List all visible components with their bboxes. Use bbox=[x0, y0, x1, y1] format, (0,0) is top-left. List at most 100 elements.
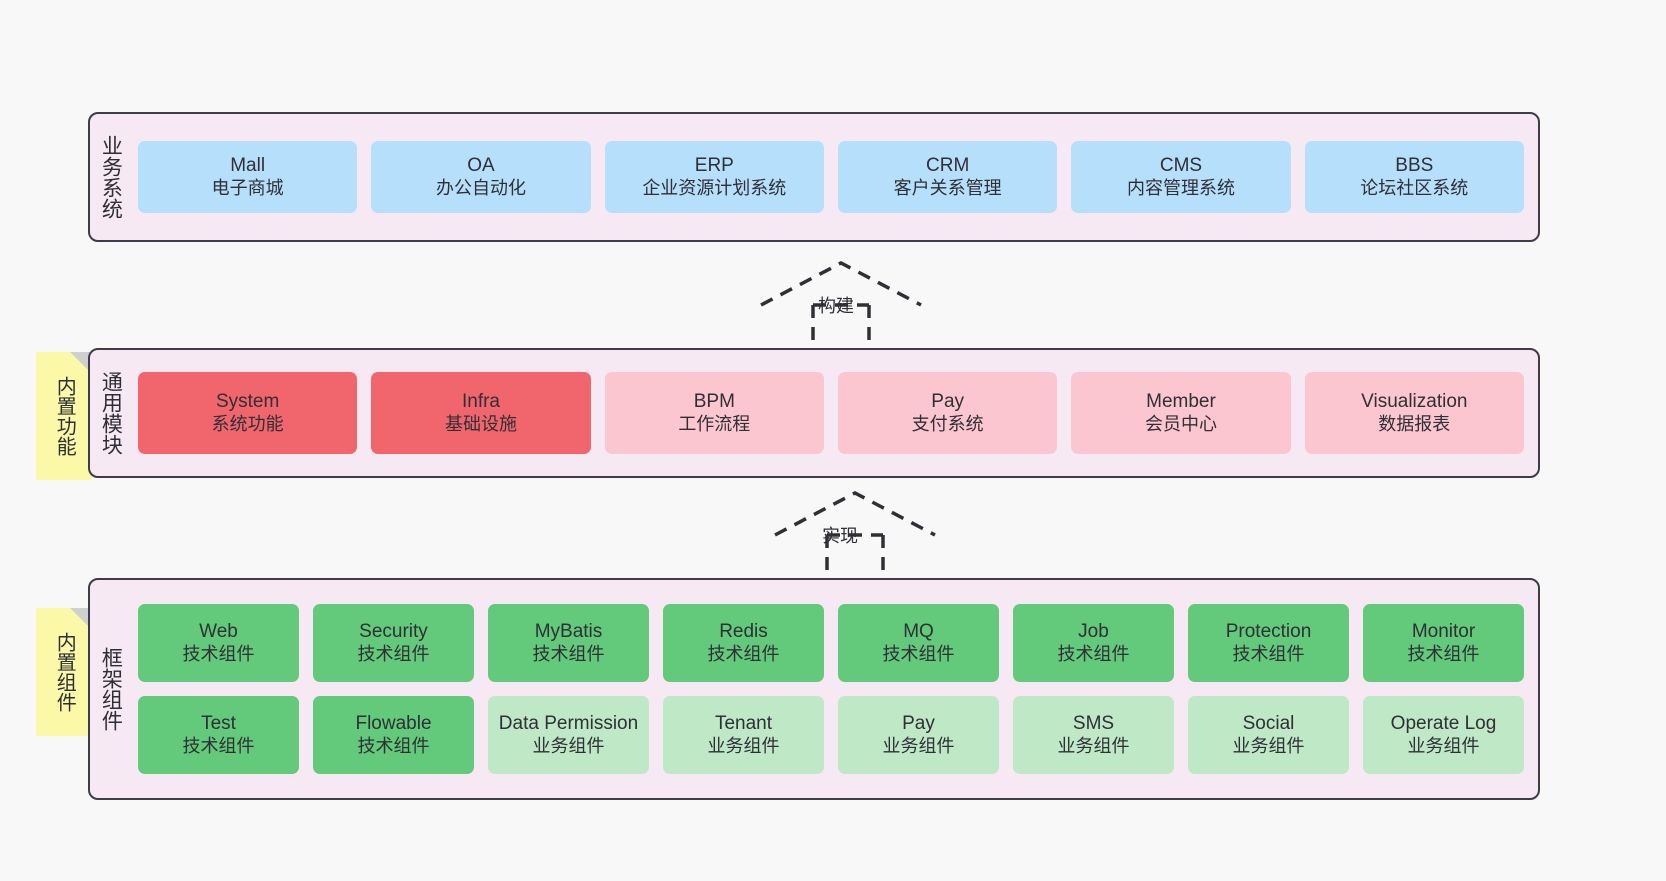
card-mq[interactable]: MQ 技术组件 bbox=[838, 604, 999, 682]
sticky-fold-corner-icon bbox=[70, 608, 92, 630]
card-member[interactable]: Member 会员中心 bbox=[1071, 372, 1291, 454]
card-row: Mall 电子商城 OA 办公自动化 ERP 企业资源计划系统 CRM 客户关系… bbox=[138, 141, 1524, 213]
card-subtitle: 业务组件 bbox=[1407, 735, 1480, 756]
layer-band-common: 通用模块 System 系统功能 Infra 基础设施 BPM 工作流程 Pay… bbox=[88, 348, 1540, 478]
card-subtitle: 技术组件 bbox=[882, 643, 955, 664]
card-subtitle: 技术组件 bbox=[532, 643, 605, 664]
connector-implement-arrow bbox=[770, 488, 940, 578]
layer-band-framework: 框架组件 Web 技术组件 Security 技术组件 MyBatis 技术组件… bbox=[88, 578, 1540, 800]
card-subtitle: 业务组件 bbox=[1232, 735, 1305, 756]
card-subtitle: 业务组件 bbox=[1057, 735, 1130, 756]
layer-body-framework: Web 技术组件 Security 技术组件 MyBatis 技术组件 Redi… bbox=[130, 580, 1538, 798]
card-data-permission[interactable]: Data Permission 业务组件 bbox=[488, 696, 649, 774]
card-subtitle: 业务组件 bbox=[532, 735, 605, 756]
card-title: Mall bbox=[230, 155, 266, 177]
card-subtitle: 技术组件 bbox=[357, 643, 430, 664]
card-title: Test bbox=[201, 713, 236, 735]
card-subtitle: 技术组件 bbox=[1232, 643, 1305, 664]
card-title: Operate Log bbox=[1390, 713, 1497, 735]
sticky-label: 内置功能 bbox=[53, 376, 76, 456]
card-subtitle: 技术组件 bbox=[182, 643, 255, 664]
card-crm[interactable]: CRM 客户关系管理 bbox=[837, 141, 1058, 213]
card-job[interactable]: Job 技术组件 bbox=[1013, 604, 1174, 682]
card-cms[interactable]: CMS 内容管理系统 bbox=[1071, 141, 1291, 213]
card-title: Pay bbox=[902, 713, 935, 735]
card-subtitle: 业务组件 bbox=[707, 735, 780, 756]
card-title: CMS bbox=[1159, 155, 1203, 177]
card-erp[interactable]: ERP 企业资源计划系统 bbox=[604, 141, 824, 213]
card-row: Web 技术组件 Security 技术组件 MyBatis 技术组件 Redi… bbox=[138, 604, 1524, 682]
card-sms[interactable]: SMS 业务组件 bbox=[1013, 696, 1174, 774]
card-subtitle: 内容管理系统 bbox=[1126, 177, 1235, 198]
card-title: Flowable bbox=[355, 713, 432, 735]
card-system[interactable]: System 系统功能 bbox=[138, 372, 358, 454]
card-title: Social bbox=[1242, 713, 1295, 735]
card-subtitle: 业务组件 bbox=[882, 735, 955, 756]
card-row: System 系统功能 Infra 基础设施 BPM 工作流程 Pay 支付系统… bbox=[138, 372, 1524, 454]
card-title: Infra bbox=[461, 391, 500, 413]
layer-caption-framework: 框架组件 bbox=[99, 647, 123, 731]
card-title: SMS bbox=[1072, 713, 1115, 735]
card-subtitle: 技术组件 bbox=[182, 735, 255, 756]
layer-caption-business: 业务系统 bbox=[99, 135, 123, 219]
card-pay-module[interactable]: Pay 支付系统 bbox=[837, 372, 1058, 454]
card-operate-log[interactable]: Operate Log 业务组件 bbox=[1363, 696, 1524, 774]
card-subtitle: 系统功能 bbox=[211, 413, 284, 434]
card-title: Security bbox=[359, 621, 428, 643]
card-protection[interactable]: Protection 技术组件 bbox=[1188, 604, 1349, 682]
layer-body-common: System 系统功能 Infra 基础设施 BPM 工作流程 Pay 支付系统… bbox=[130, 350, 1538, 476]
layer-band-business: 业务系统 Mall 电子商城 OA 办公自动化 ERP 企业资源计划系统 CRM… bbox=[88, 112, 1540, 242]
card-bbs[interactable]: BBS 论坛社区系统 bbox=[1304, 141, 1524, 213]
card-subtitle: 技术组件 bbox=[1407, 643, 1480, 664]
card-subtitle: 支付系统 bbox=[911, 413, 984, 434]
card-flowable[interactable]: Flowable 技术组件 bbox=[313, 696, 474, 774]
sticky-label: 内置组件 bbox=[53, 632, 76, 712]
card-tenant[interactable]: Tenant 业务组件 bbox=[663, 696, 824, 774]
card-title: BBS bbox=[1395, 155, 1434, 177]
card-title: Redis bbox=[719, 621, 768, 643]
card-social[interactable]: Social 业务组件 bbox=[1188, 696, 1349, 774]
card-oa[interactable]: OA 办公自动化 bbox=[371, 141, 591, 213]
card-subtitle: 办公自动化 bbox=[435, 177, 526, 198]
card-monitor[interactable]: Monitor 技术组件 bbox=[1363, 604, 1524, 682]
card-row: Test 技术组件 Flowable 技术组件 Data Permission … bbox=[138, 696, 1524, 774]
connector-build-label: 构建 bbox=[818, 296, 854, 316]
card-title: ERP bbox=[694, 155, 734, 177]
card-title: MyBatis bbox=[534, 621, 603, 643]
card-title: Member bbox=[1146, 391, 1216, 413]
card-title: OA bbox=[467, 155, 495, 177]
card-web[interactable]: Web 技术组件 bbox=[138, 604, 299, 682]
card-mybatis[interactable]: MyBatis 技术组件 bbox=[488, 604, 649, 682]
card-title: Visualization bbox=[1361, 391, 1468, 413]
card-title: Tenant bbox=[714, 713, 773, 735]
card-title: BPM bbox=[693, 391, 735, 413]
card-subtitle: 基础设施 bbox=[444, 413, 517, 434]
card-visualization[interactable]: Visualization 数据报表 bbox=[1304, 372, 1524, 454]
layer-caption-common: 通用模块 bbox=[99, 371, 123, 455]
connector-implement-label: 实现 bbox=[822, 526, 858, 546]
card-subtitle: 技术组件 bbox=[357, 735, 430, 756]
card-title: Data Permission bbox=[498, 713, 639, 735]
card-pay-component[interactable]: Pay 业务组件 bbox=[838, 696, 999, 774]
card-infra[interactable]: Infra 基础设施 bbox=[371, 372, 591, 454]
card-test[interactable]: Test 技术组件 bbox=[138, 696, 299, 774]
connector-build-arrow bbox=[756, 258, 926, 348]
card-title: CRM bbox=[926, 155, 970, 177]
card-mall[interactable]: Mall 电子商城 bbox=[138, 141, 358, 213]
sticky-note-builtin-component: 内置组件 bbox=[36, 608, 92, 736]
card-security[interactable]: Security 技术组件 bbox=[313, 604, 474, 682]
card-subtitle: 技术组件 bbox=[707, 643, 780, 664]
card-title: Monitor bbox=[1411, 621, 1476, 643]
card-redis[interactable]: Redis 技术组件 bbox=[663, 604, 824, 682]
card-subtitle: 论坛社区系统 bbox=[1360, 177, 1469, 198]
card-title: Protection bbox=[1225, 621, 1312, 643]
card-subtitle: 技术组件 bbox=[1057, 643, 1130, 664]
card-title: Job bbox=[1078, 621, 1109, 643]
card-subtitle: 工作流程 bbox=[678, 413, 751, 434]
card-title: System bbox=[215, 391, 280, 413]
card-bpm[interactable]: BPM 工作流程 bbox=[604, 372, 824, 454]
card-subtitle: 企业资源计划系统 bbox=[642, 177, 787, 198]
sticky-note-builtin-function: 内置功能 bbox=[36, 352, 92, 480]
card-title: Web bbox=[199, 621, 238, 643]
